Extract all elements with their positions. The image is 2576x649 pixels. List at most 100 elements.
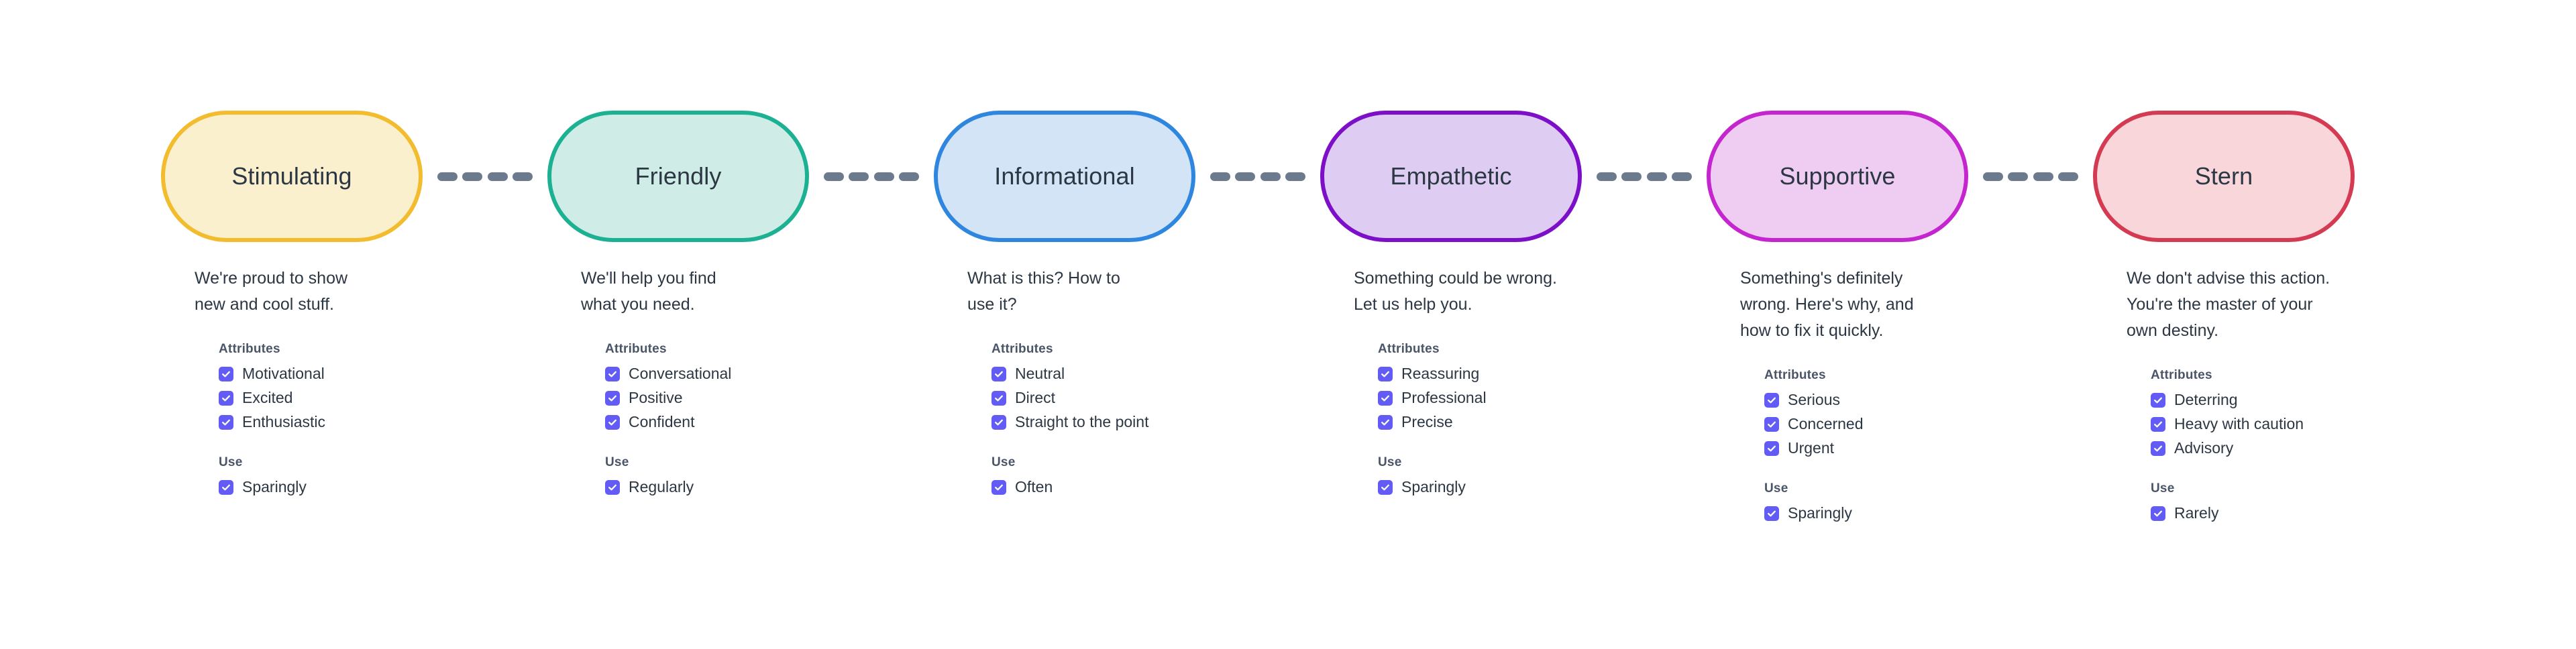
- use-heading: Use: [605, 455, 629, 469]
- checkbox-row[interactable]: Precise: [1378, 411, 1680, 433]
- checkbox-row[interactable]: Heavy with caution: [2151, 413, 2453, 435]
- checkbox-label: Often: [1015, 478, 1053, 495]
- connector-dash: [1597, 172, 1617, 181]
- checkbox-row[interactable]: Enthusiastic: [219, 411, 521, 433]
- checkbox-label: Reassuring: [1401, 365, 1480, 382]
- checkmark-icon[interactable]: [219, 390, 233, 406]
- checkmark-icon[interactable]: [1764, 392, 1779, 408]
- connector-dash: [512, 172, 533, 181]
- attributes-heading: Attributes: [1764, 368, 1826, 382]
- pill-row: Empathetic: [1320, 109, 1707, 243]
- checkbox-label: Excited: [242, 389, 293, 406]
- checkbox-row[interactable]: Serious: [1764, 389, 2066, 411]
- checkbox-row[interactable]: Motivational: [219, 363, 521, 385]
- checkmark-icon[interactable]: [605, 414, 620, 430]
- checkmark-icon[interactable]: [1378, 479, 1393, 495]
- attributes-heading: Attributes: [219, 342, 280, 356]
- checkmark-icon[interactable]: [991, 366, 1006, 381]
- checkmark-icon[interactable]: [991, 479, 1006, 495]
- checkbox-row[interactable]: Direct: [991, 387, 1293, 409]
- attributes-heading: Attributes: [991, 342, 1053, 356]
- checkbox-label: Conversational: [629, 365, 732, 382]
- checkmark-icon[interactable]: [219, 366, 233, 381]
- use-heading: Use: [219, 455, 243, 469]
- checkbox-label: Advisory: [2174, 439, 2234, 457]
- tone-pill-label: Stimulating: [231, 162, 352, 190]
- checkbox-label: Positive: [629, 389, 683, 406]
- checkmark-icon[interactable]: [2151, 416, 2165, 432]
- checkmark-icon[interactable]: [2151, 440, 2165, 456]
- checkbox-row[interactable]: Excited: [219, 387, 521, 409]
- connector-dash: [1260, 172, 1281, 181]
- checkmark-icon[interactable]: [605, 390, 620, 406]
- checkmark-icon[interactable]: [1378, 366, 1393, 381]
- checkmark-icon[interactable]: [1378, 390, 1393, 406]
- checkmark-icon[interactable]: [219, 414, 233, 430]
- tone-pill-empathetic[interactable]: Empathetic: [1320, 111, 1582, 242]
- checkbox-label: Direct: [1015, 389, 1056, 406]
- checkbox-row[interactable]: Sparingly: [1764, 502, 2066, 524]
- tone-pill-label: Stern: [2194, 162, 2253, 190]
- dashed-line-connector-icon: [1983, 172, 2078, 181]
- tone-pill-informational[interactable]: Informational: [934, 111, 1195, 242]
- checkmark-icon[interactable]: [1764, 506, 1779, 521]
- checkbox-label: Precise: [1401, 413, 1453, 430]
- checkbox-row[interactable]: Often: [991, 476, 1293, 498]
- checkbox-row[interactable]: Advisory: [2151, 437, 2453, 459]
- checkbox-row[interactable]: Professional: [1378, 387, 1680, 409]
- checkbox-label: Heavy with caution: [2174, 415, 2304, 432]
- checkbox-row[interactable]: Positive: [605, 387, 907, 409]
- checkbox-row[interactable]: Rarely: [2151, 502, 2453, 524]
- checkbox-row[interactable]: Sparingly: [1378, 476, 1680, 498]
- checkbox-row[interactable]: Concerned: [1764, 413, 2066, 435]
- checkmark-icon[interactable]: [605, 479, 620, 495]
- checkbox-label: Serious: [1788, 391, 1840, 408]
- checkmark-icon[interactable]: [1378, 414, 1393, 430]
- pill-row: Friendly: [547, 109, 934, 243]
- checkbox-row[interactable]: Regularly: [605, 476, 907, 498]
- checkbox-row[interactable]: Urgent: [1764, 437, 2066, 459]
- tone-pill-label: Friendly: [635, 162, 722, 190]
- tone-pill-stimulating[interactable]: Stimulating: [161, 111, 423, 242]
- dashed-line-connector-icon: [824, 172, 919, 181]
- checkmark-icon[interactable]: [1764, 416, 1779, 432]
- checkbox-label: Motivational: [242, 365, 325, 382]
- checkmark-icon[interactable]: [1764, 440, 1779, 456]
- checkbox-label: Concerned: [1788, 415, 1864, 432]
- tone-pill-supportive[interactable]: Supportive: [1707, 111, 1968, 242]
- tone-description: Something could be wrong. Let us help yo…: [1354, 269, 1557, 314]
- checkmark-icon[interactable]: [991, 390, 1006, 406]
- tone-pill-label: Supportive: [1779, 162, 1896, 190]
- checkbox-row[interactable]: Deterring: [2151, 389, 2453, 411]
- checkmark-icon[interactable]: [219, 479, 233, 495]
- checkmark-icon[interactable]: [605, 366, 620, 381]
- checkbox-row[interactable]: Straight to the point: [991, 411, 1293, 433]
- tone-pill-label: Informational: [994, 162, 1135, 190]
- tone-description: What is this? How to use it?: [967, 269, 1120, 314]
- connector-dash: [1983, 172, 2003, 181]
- checkbox-row[interactable]: Neutral: [991, 363, 1293, 385]
- connector-dash: [1235, 172, 1256, 181]
- tone-pill-friendly[interactable]: Friendly: [547, 111, 809, 242]
- checkbox-row[interactable]: Confident: [605, 411, 907, 433]
- checkbox-row[interactable]: Reassuring: [1378, 363, 1680, 385]
- checkmark-icon[interactable]: [2151, 392, 2165, 408]
- checkbox-label: Professional: [1401, 389, 1487, 406]
- checkmark-icon[interactable]: [991, 414, 1006, 430]
- checkbox-row[interactable]: Sparingly: [219, 476, 521, 498]
- tone-pill-stern[interactable]: Stern: [2093, 111, 2355, 242]
- checkbox-row[interactable]: Conversational: [605, 363, 907, 385]
- connector-dash: [824, 172, 844, 181]
- checkmark-icon[interactable]: [2151, 506, 2165, 521]
